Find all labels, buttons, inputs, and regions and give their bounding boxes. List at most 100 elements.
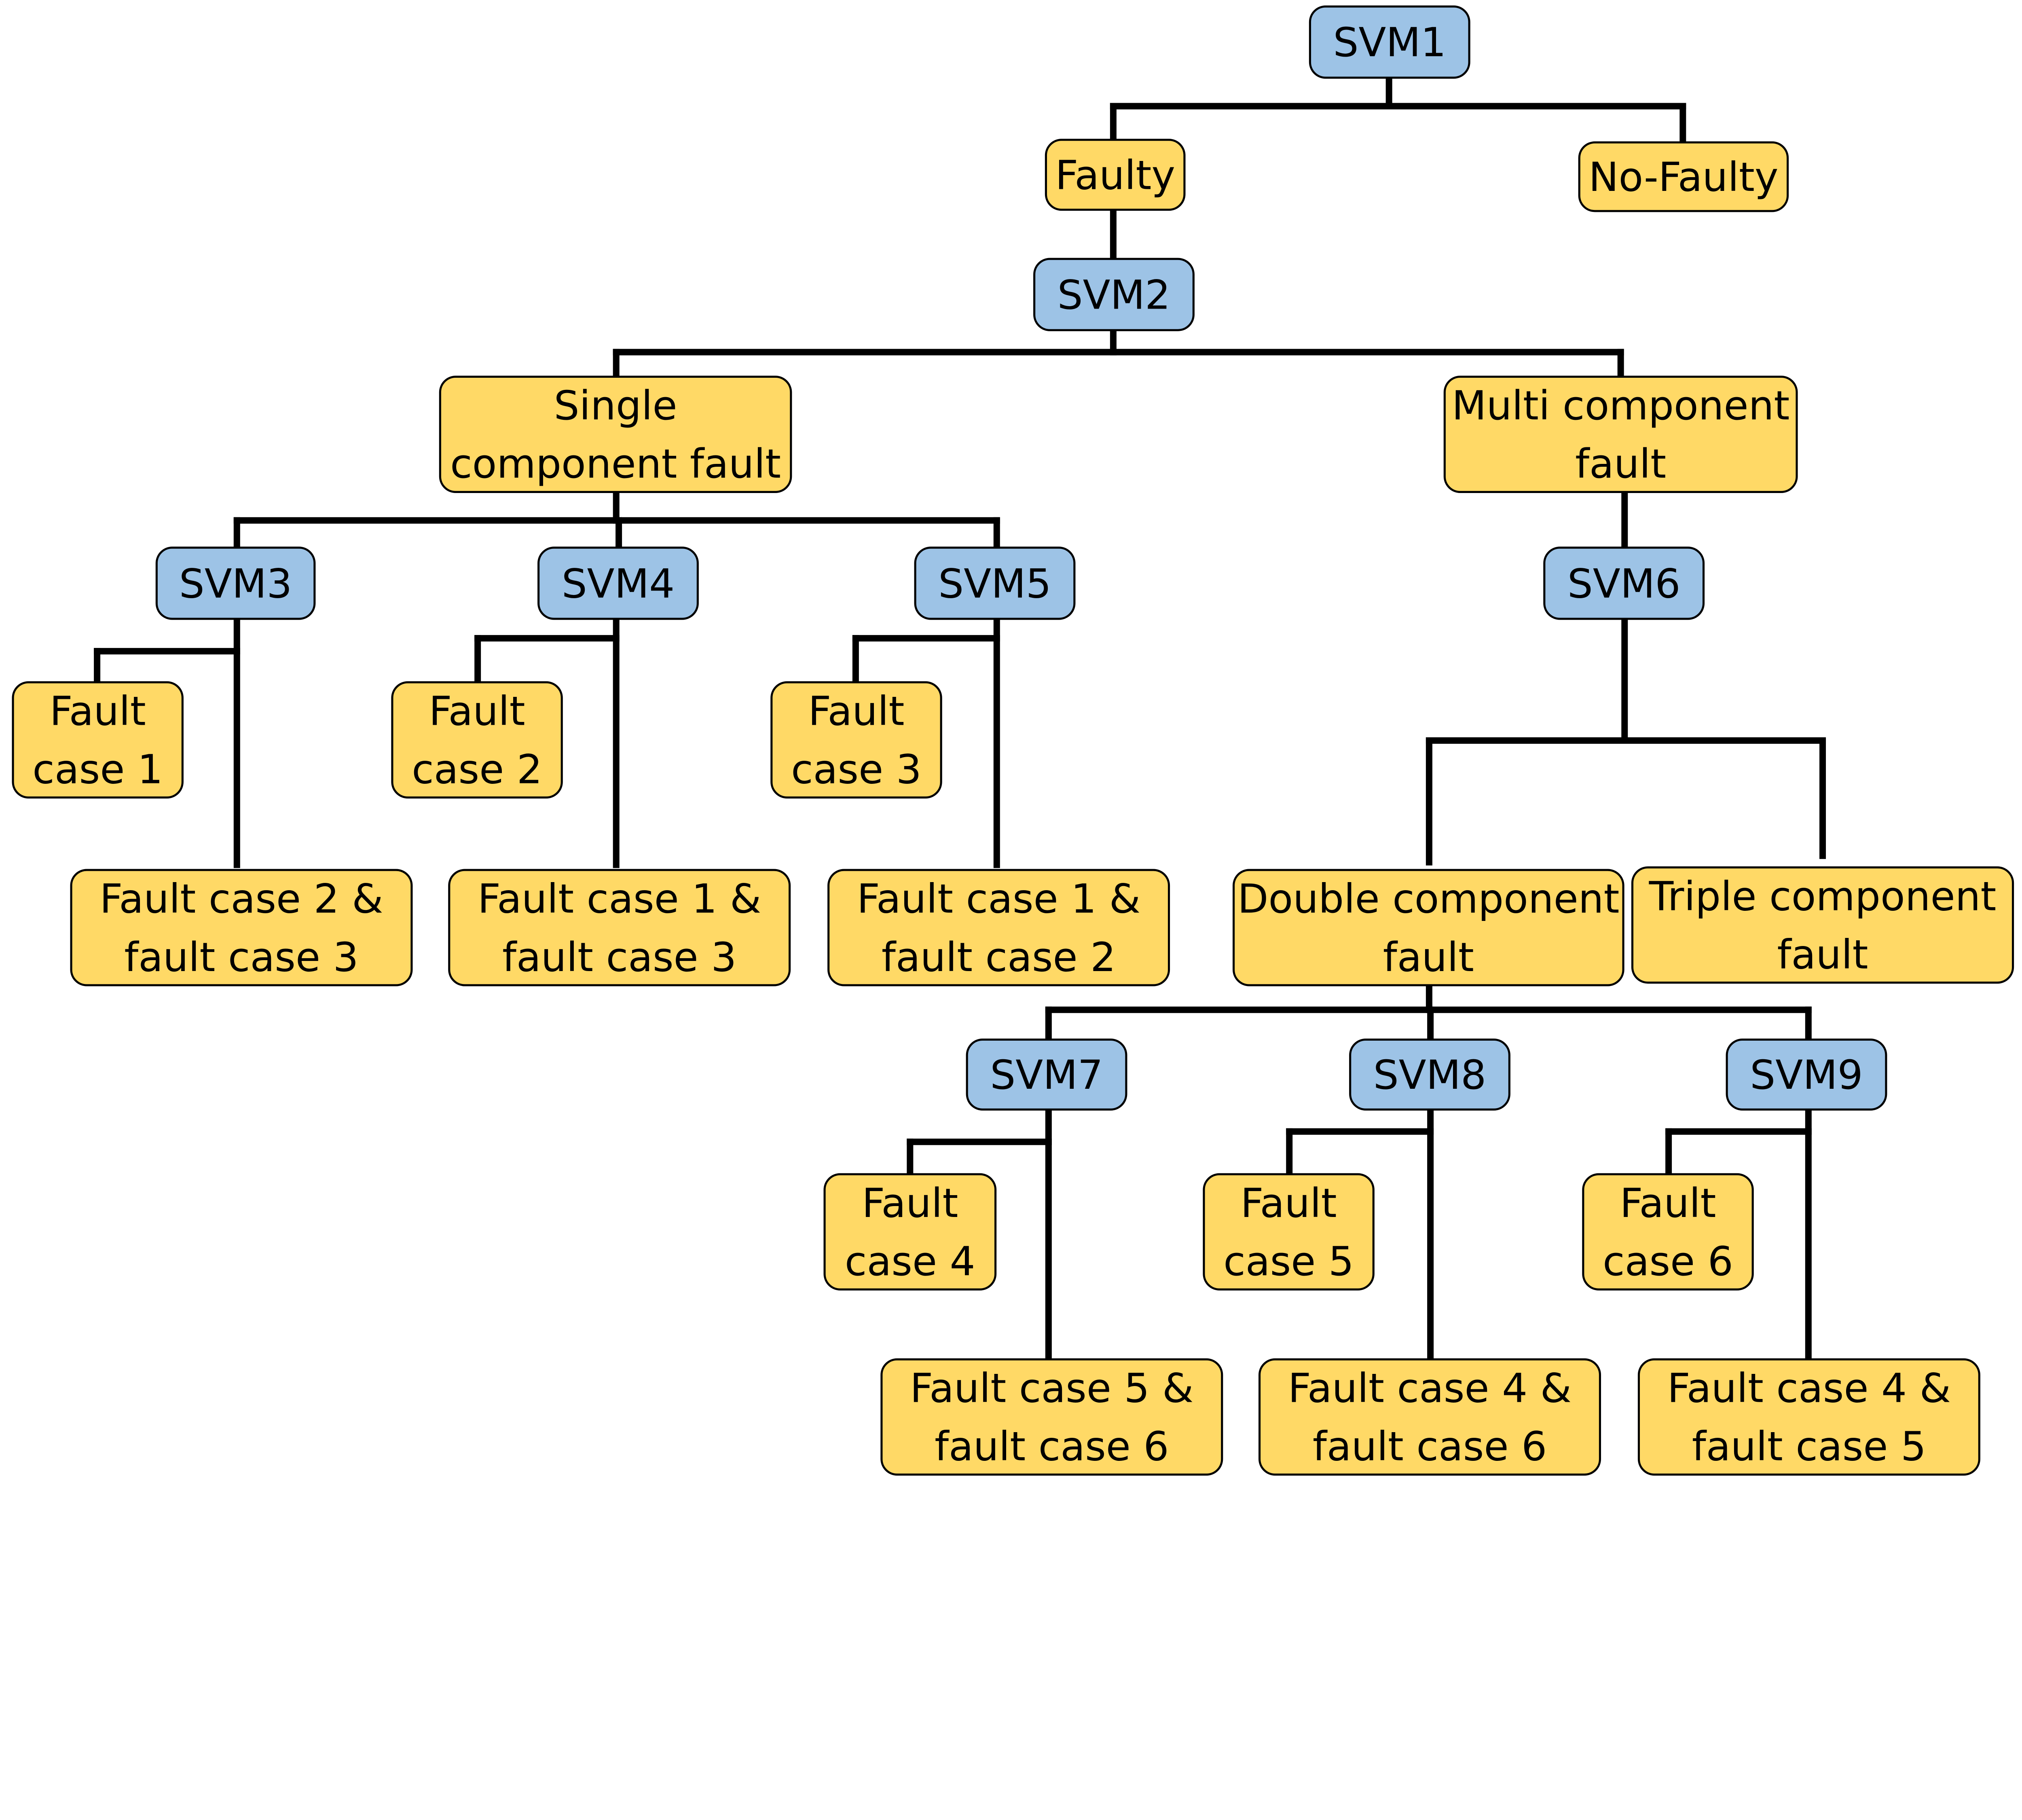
node-box — [880, 1358, 1223, 1476]
classifier-node-svm5: SVM5 — [914, 546, 1076, 620]
node-label: case 2 — [412, 747, 542, 793]
node-box — [966, 1038, 1127, 1111]
node-box — [1203, 1173, 1375, 1291]
node-box — [1582, 1173, 1754, 1291]
node-box — [391, 681, 563, 799]
outcome-node-fc13: Fault case 1 & fault case 3 — [448, 869, 791, 986]
outcome-node-fc56: Fault case 5 & fault case 6 — [880, 1358, 1223, 1476]
outcome-node-fc23: Fault case 2 & fault case 3 — [70, 869, 413, 986]
node-box — [70, 869, 413, 986]
node-box — [1578, 141, 1789, 212]
node-label: No-Faulty — [1588, 154, 1778, 201]
classifier-node-svm1: SVM1 — [1309, 5, 1470, 79]
node-box — [1033, 258, 1195, 331]
node-label: Fault — [1620, 1180, 1716, 1227]
node-label: case 1 — [32, 747, 163, 793]
node-label: Fault case 1 & — [478, 876, 761, 923]
node-label: fault case 5 — [1692, 1424, 1926, 1470]
node-box — [1726, 1038, 1887, 1111]
classifier-node-svm4: SVM4 — [537, 546, 699, 620]
classifier-node-svm9: SVM9 — [1726, 1038, 1887, 1111]
node-label: case 6 — [1603, 1238, 1733, 1285]
node-box — [1233, 869, 1624, 986]
tree-connectors — [94, 74, 1826, 1363]
node-box — [1631, 866, 2014, 984]
node-label: Double component — [1237, 876, 1619, 923]
classifier-node-svm3: SVM3 — [155, 546, 316, 620]
node-label: Multi component — [1452, 383, 1789, 429]
outcome-node-double: Double component fault — [1233, 869, 1624, 986]
outcome-node-fc4: Fault case 4 — [823, 1173, 997, 1291]
node-label: fault — [1383, 934, 1474, 981]
outcome-node-fc2: Fault case 2 — [391, 681, 563, 799]
node-label: SVM9 — [1750, 1052, 1863, 1098]
node-label: Fault case 4 & — [1667, 1365, 1951, 1412]
node-box — [770, 681, 942, 799]
node-box — [1045, 139, 1186, 211]
outcome-node-triple: Triple component fault — [1631, 866, 2014, 984]
node-label: Fault — [862, 1180, 958, 1227]
node-label: fault case 3 — [124, 934, 358, 981]
node-label: fault case 6 — [1313, 1424, 1547, 1470]
outcome-node-no-faulty: No-Faulty — [1578, 141, 1789, 212]
node-label: SVM8 — [1373, 1052, 1487, 1098]
node-label: Fault case 1 & — [857, 876, 1140, 923]
classifier-node-svm6: SVM6 — [1543, 546, 1705, 620]
node-label: Triple component — [1649, 873, 1997, 920]
node-box — [155, 546, 316, 620]
node-label: SVM6 — [1567, 561, 1681, 607]
node-label: Fault — [429, 688, 525, 735]
node-box — [1543, 546, 1705, 620]
node-box — [1309, 5, 1470, 79]
outcome-node-single: Single component fault — [439, 375, 792, 493]
outcome-node-multi: Multi component fault — [1443, 375, 1798, 493]
node-label: Fault — [50, 688, 146, 735]
node-label: fault case 3 — [502, 934, 736, 981]
node-label: Fault — [1241, 1180, 1337, 1227]
node-label: case 3 — [791, 747, 922, 793]
node-box — [448, 869, 791, 986]
node-label: Fault case 2 & — [99, 876, 383, 923]
node-label: Single — [554, 383, 677, 429]
node-label: Faulty — [1055, 152, 1175, 199]
outcome-node-fc45: Fault case 4 & fault case 5 — [1637, 1358, 1980, 1476]
node-box — [827, 869, 1170, 986]
node-label: fault case 6 — [935, 1424, 1169, 1470]
node-label: Fault — [808, 688, 904, 735]
outcome-node-fc6: Fault case 6 — [1582, 1173, 1754, 1291]
node-label: component fault — [450, 441, 781, 487]
node-label: SVM5 — [938, 561, 1051, 607]
outcome-node-fc5: Fault case 5 — [1203, 1173, 1375, 1291]
node-label: SVM4 — [562, 561, 675, 607]
node-box — [537, 546, 699, 620]
node-label: Fault case 5 & — [910, 1365, 1193, 1412]
node-box — [823, 1173, 997, 1291]
node-label: fault case 2 — [882, 934, 1116, 981]
outcome-node-faulty: Faulty — [1045, 139, 1186, 211]
node-label: SVM2 — [1058, 272, 1171, 318]
node-label: case 4 — [845, 1238, 975, 1285]
node-label: SVM7 — [990, 1052, 1103, 1098]
node-label: SVM3 — [179, 561, 292, 607]
node-box — [1349, 1038, 1510, 1111]
classifier-node-svm8: SVM8 — [1349, 1038, 1510, 1111]
node-label: fault — [1777, 931, 1868, 978]
node-box — [439, 375, 792, 493]
node-label: Fault case 4 & — [1288, 1365, 1571, 1412]
node-box — [1443, 375, 1798, 493]
node-box — [914, 546, 1076, 620]
node-label: fault — [1575, 441, 1666, 487]
node-box — [12, 681, 184, 799]
node-label: case 5 — [1223, 1238, 1354, 1285]
outcome-node-fc12: Fault case 1 & fault case 2 — [827, 869, 1170, 986]
node-label: SVM1 — [1333, 19, 1447, 66]
outcome-node-fc1: Fault case 1 — [12, 681, 184, 799]
outcome-node-fc46: Fault case 4 & fault case 6 — [1258, 1358, 1601, 1476]
outcome-node-fc3: Fault case 3 — [770, 681, 942, 799]
node-box — [1258, 1358, 1601, 1476]
classifier-node-svm2: SVM2 — [1033, 258, 1195, 331]
classifier-node-svm7: SVM7 — [966, 1038, 1127, 1111]
